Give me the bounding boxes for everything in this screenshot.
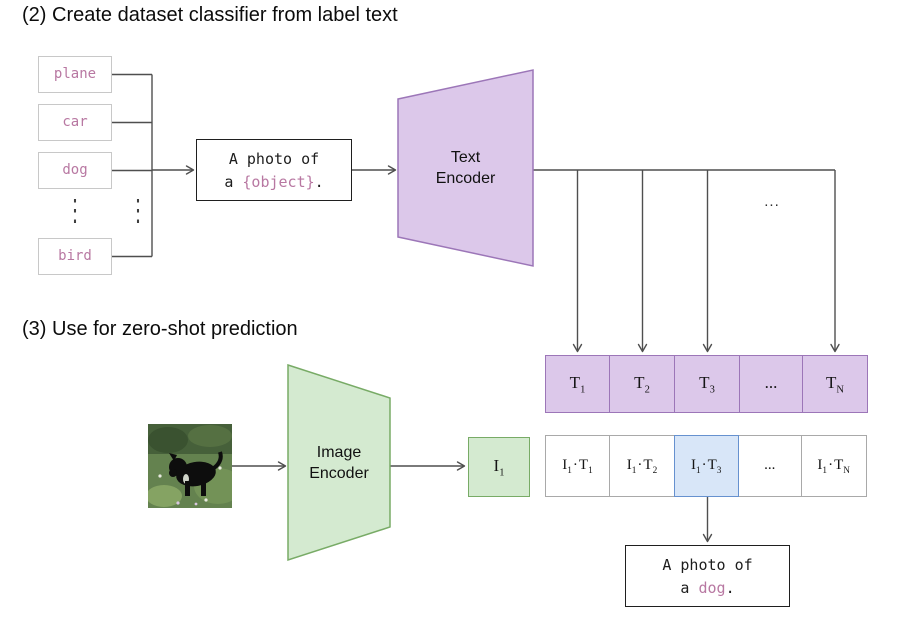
predicted-class: dog [698, 579, 726, 597]
image-encoder-label: Image Encoder [309, 443, 369, 482]
label-box-plane: plane [38, 56, 112, 93]
prompt-object-placeholder: {object} [242, 173, 315, 191]
t-embedding-n: TN [803, 355, 868, 413]
prompt-template-box: A photo of a {object}. [196, 139, 352, 201]
label-box-bird: bird [38, 238, 112, 275]
label-bird: bird [58, 248, 92, 264]
t-embedding-3: T3 [675, 355, 740, 413]
similarity-i1-t3-highlighted: I1·T3 [673, 435, 739, 497]
dog-silhouette [169, 451, 223, 496]
dog-photo-image [148, 424, 232, 508]
bracket-ellipsis-icon: ⋮ [128, 194, 148, 228]
t-embedding-1: T1 [545, 355, 610, 413]
text-encoder-shape [397, 69, 534, 267]
label-plane: plane [53, 66, 97, 82]
t-embedding-ellipsis: ... [740, 355, 803, 413]
label-box-dog: dog [38, 152, 112, 189]
similarity-row: I1·T1 I1·T2 I1·T3 ... I1·TN [545, 435, 867, 497]
prompt-line2: a {object}. [224, 173, 324, 191]
text-encoder: Text Encoder [397, 69, 534, 267]
label-car: car [62, 114, 88, 130]
text-embedding-row: T1 T2 T3 ... TN [545, 355, 868, 413]
label-box-car: car [38, 104, 112, 141]
similarity-i1-tn: I1·TN [801, 435, 867, 497]
image-encoder-shape [287, 363, 391, 562]
labels-ellipsis-icon: ⋮ [65, 194, 85, 228]
label-dog: dog [62, 162, 88, 178]
section3-title: (3) Use for zero-shot prediction [22, 318, 298, 340]
prediction-line2: a dog. [680, 579, 735, 597]
prediction-box: A photo of a dog. [625, 545, 790, 607]
text-encoder-label: Text Encoder [435, 149, 496, 187]
similarity-i1-t2: I1·T2 [610, 435, 675, 497]
prompt-line1: A photo of [228, 150, 320, 168]
image-embedding-i1: I1 [468, 437, 530, 497]
t-embedding-2: T2 [610, 355, 675, 413]
prediction-line1: A photo of [662, 556, 753, 574]
image-encoder: Image Encoder [287, 363, 391, 562]
similarity-i1-t1: I1·T1 [545, 435, 610, 497]
dog-photo-illustration [148, 424, 232, 508]
section2-title: (2) Create dataset classifier from label… [22, 4, 398, 26]
output-ellipsis: ... [764, 193, 780, 210]
similarity-ellipsis: ... [738, 435, 802, 497]
